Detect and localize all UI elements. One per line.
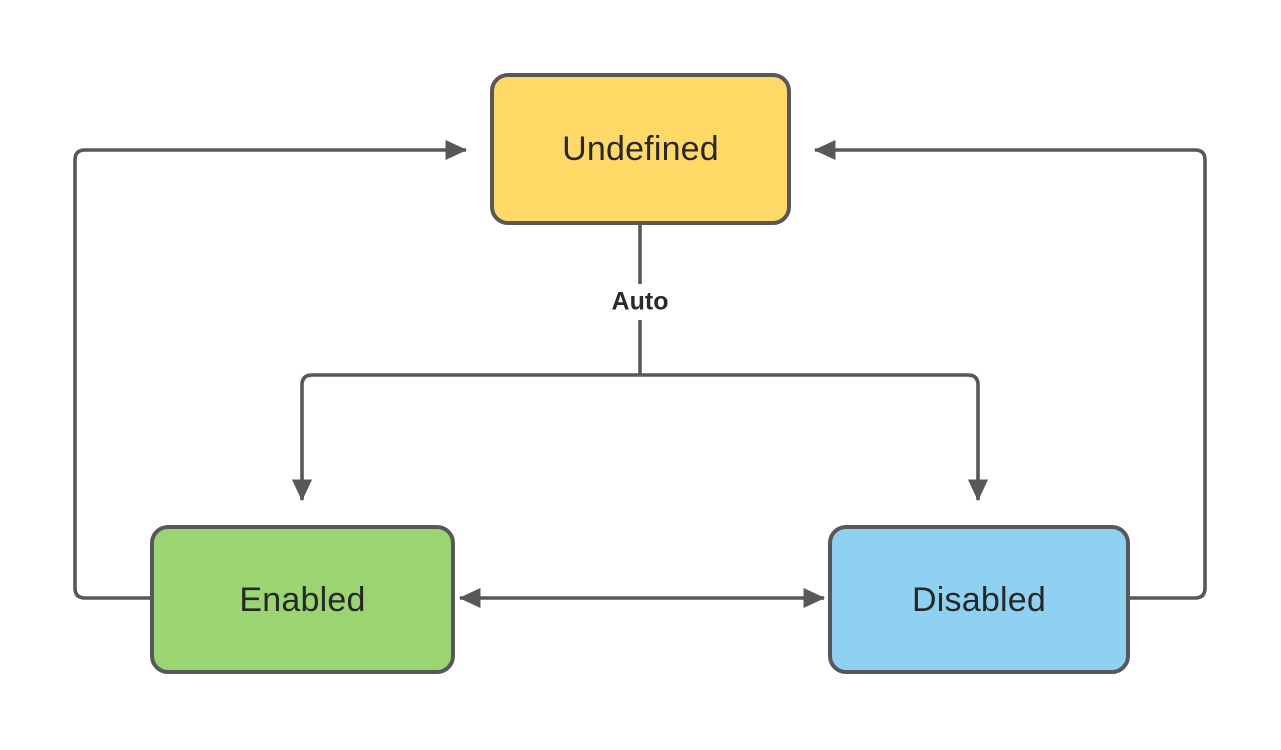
state-label-undefined: Undefined [562, 130, 719, 168]
edge-label-auto: Auto [602, 287, 678, 317]
edge-disabled-to-undefined [813, 139, 1207, 600]
edge-undefined-to-enabled [291, 373, 640, 502]
state-node-undefined[interactable]: Undefined [490, 73, 791, 225]
state-node-enabled[interactable]: Enabled [150, 525, 455, 674]
edge-enabled-to-undefined [73, 139, 468, 600]
state-label-enabled: Enabled [239, 580, 366, 619]
edge-undefined-to-disabled [640, 373, 989, 502]
state-label-disabled: Disabled [912, 580, 1046, 619]
state-node-disabled[interactable]: Disabled [828, 525, 1130, 674]
